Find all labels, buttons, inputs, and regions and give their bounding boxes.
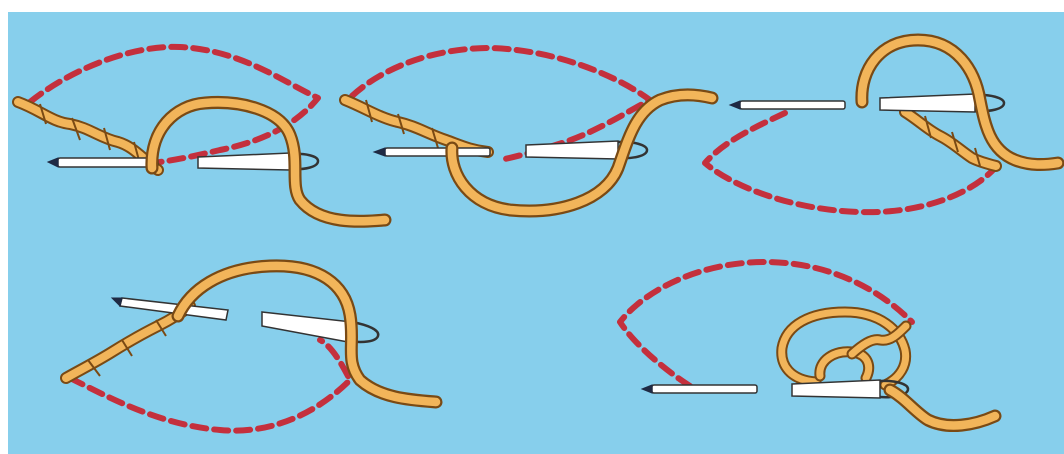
step-2 [345,48,712,211]
step-1 [18,47,385,221]
step-5-coil-thread [782,312,906,385]
step-5-working-thread [890,390,995,426]
step-1-dashed-stitch [30,47,318,162]
step-3-dashed-stitch [705,113,995,212]
step-4-twisted-thread [66,306,190,378]
step-2-twisted-thread [345,100,488,152]
step-5 [620,262,995,426]
step-4 [66,266,436,431]
step-3 [705,40,1058,212]
